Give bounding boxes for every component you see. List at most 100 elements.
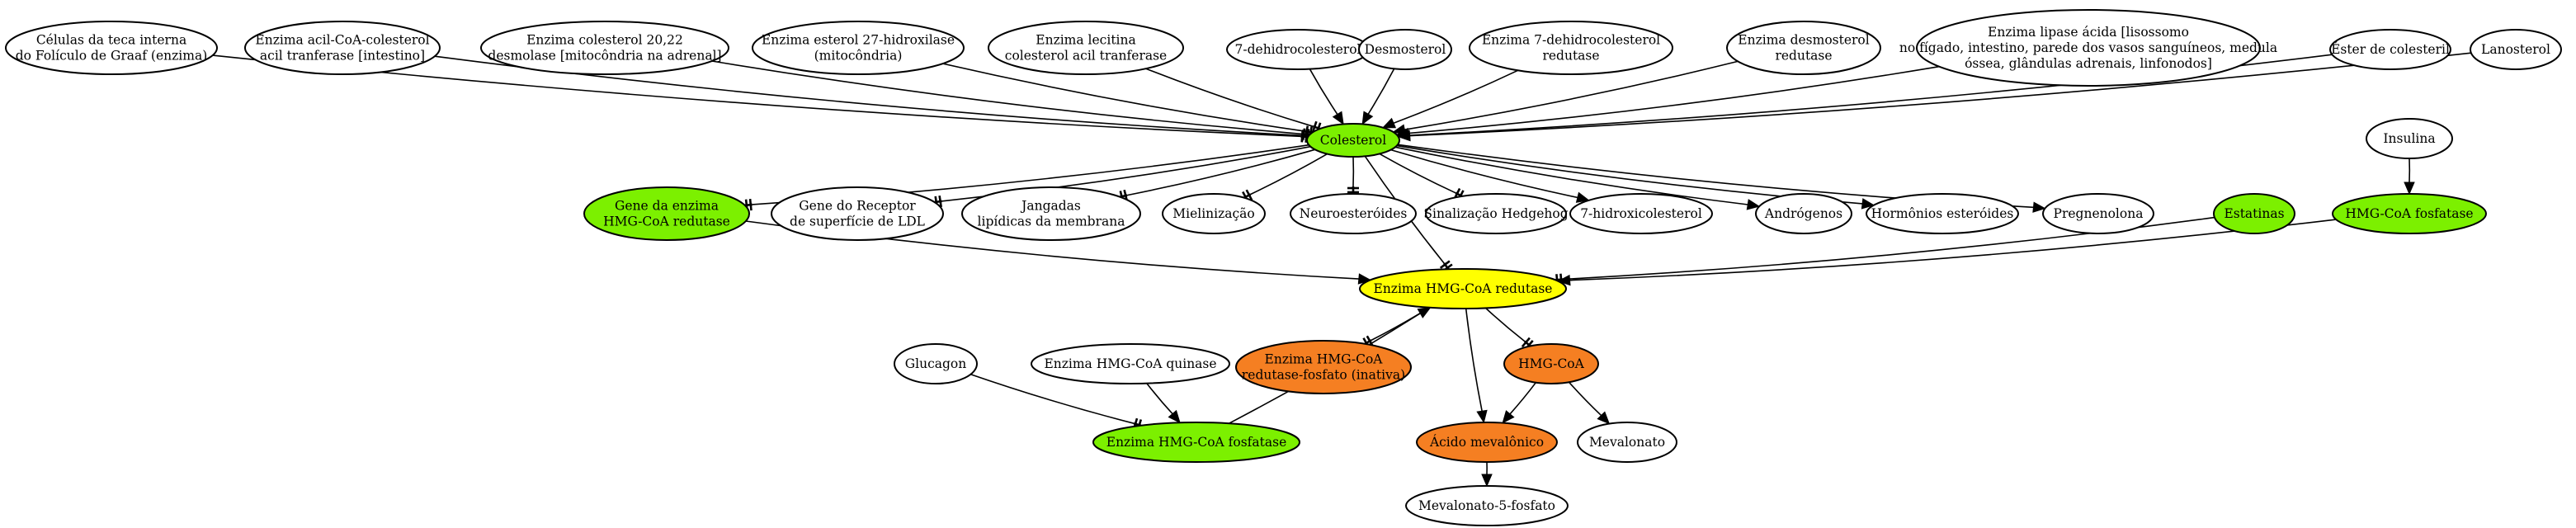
node-label: Ácido mevalônico [1429,435,1544,450]
edge-colesterol-to-mielinizacao [1242,153,1328,203]
node-label: redutase [1542,49,1599,64]
node-label: HMG-CoA [1518,356,1584,371]
node-label: Hormônios esteróides [1871,206,2014,221]
node-label: Colesterol [1320,133,1386,148]
edge-colesterol-to-neuroesteroides [1347,156,1359,194]
node-label: Enzima acil-CoA-colesterol [255,33,429,48]
node-hmg-coa: HMG-CoA [1503,343,1599,384]
node-ester: Éster de colesteril [2329,29,2451,70]
node-hedgehog: Sinalização Hedgehog [1423,193,1569,234]
node-label: Enzima 7-dehidrocolesterol [1482,33,1660,48]
node-lanosterol: Lanosterol [2470,29,2562,70]
node-shape [1359,268,1567,309]
edge-colesterol-to-androgenos [1394,146,1761,210]
edge-lecitina-to-colesterol [1145,68,1322,134]
node-label: colesterol acil tranferase [1005,49,1167,64]
node-label: Neuroesteróides [1300,206,1408,221]
edge-lanosterol-to-colesterol [1397,52,2471,142]
edge-hmg-red-to-mevalonico [1465,308,1488,424]
node-label: Desmosterol [1365,42,1446,57]
node-label: Enzima HMG-CoA quinase [1044,356,1216,371]
node-mevalonato5f: Mevalonato-5-fosfato [1405,485,1569,526]
node-label: Enzima lecitina [1036,33,1135,48]
node-label: Mevalonato-5-fosfato [1418,498,1555,513]
node-label: Enzima desmosterol [1738,33,1869,48]
edge-dehidrocol7-to-colesterol [1309,68,1344,125]
node-label: Lanosterol [2481,42,2550,57]
node-esterol27: Enzima esterol 27-hidroxilase(mitocôndri… [752,21,965,75]
node-label: Gene do Receptor [799,199,916,214]
node-shape [1290,193,1417,234]
node-shape [1755,193,1852,234]
node-label: acil tranferase [intestino] [260,49,425,64]
edge-lipase-to-colesterol [1395,65,1940,139]
node-shape [2329,29,2451,70]
node-label: Enzima HMG-CoA redutase [1374,281,1553,296]
edge-desmosterol-to-colesterol [1361,68,1395,125]
node-hormonios: Hormônios esteróides [1866,193,2019,234]
edge-mevalonico-to-mevalonato5f [1481,461,1493,488]
edge-quinase-to-enz-fosfatase [1146,383,1181,424]
node-shape [2366,118,2453,159]
node-androgenos: Andrógenos [1755,193,1852,234]
node-label: Gene da enzima [615,199,719,214]
node-label: Enzima lipase ácida [lisossomo [1988,25,2189,40]
node-label: Enzima esterol 27-hidroxilase [762,33,955,48]
node-label: Éster de colesteril [2331,42,2450,57]
node-mevalonico: Ácido mevalônico [1416,422,1558,463]
edge-insulina-to-hmg-fosfatase [2404,158,2415,196]
node-shape [894,343,978,384]
edge-colesterol-to-hedgehog [1379,153,1465,201]
node-label: Enzima HMG-CoA fosfatase [1106,435,1287,450]
node-shape [2332,193,2487,234]
node-shape [2470,29,2562,70]
edge-esterol27-to-colesterol [942,63,1313,139]
edge-dehidro-red-to-colesterol [1381,69,1519,129]
node-label: 7-dehidrocolesterol [1235,42,1361,57]
node-shape [1358,29,1452,70]
node-label: (mitocôndria) [814,49,903,64]
node-shape [1469,21,1673,75]
node-neuroesteroides: Neuroesteróides [1290,193,1417,234]
node-shape [5,21,218,75]
node-insulina: Insulina [2366,118,2453,159]
node-mevalonato: Mevalonato [1577,422,1677,463]
node-hmg-red: Enzima HMG-CoA redutase [1359,268,1567,309]
node-label: lipídicas da membrana [978,214,1125,229]
node-label: Pregnenolona [2054,206,2144,221]
edge-colesterol-to-hidroxicol7 [1390,148,1590,203]
node-label: Mevalonato [1589,435,1665,450]
node-label: 7-hidroxicolesterol [1580,206,1702,221]
node-shape [1092,422,1300,463]
node-shape [988,21,1184,75]
node-shape [2042,193,2154,234]
node-shape [1577,422,1677,463]
node-desmosterol: Desmosterol [1358,29,1452,70]
node-colesterol: Colesterol [1306,123,1400,158]
node-label: no fígado, intestino, parede dos vasos s… [1899,40,2277,55]
node-shape [1425,193,1567,234]
node-label: Insulina [2383,131,2435,146]
node-label: Mielinização [1172,206,1255,221]
node-glucagon: Glucagon [894,343,978,384]
node-shape [244,21,441,75]
node-shape [1503,343,1599,384]
node-mielinizacao: Mielinização [1162,193,1266,234]
node-shape [1235,340,1412,394]
node-quinase: Enzima HMG-CoA quinase [1031,343,1230,384]
node-label: redutase-fosfato (inativa) [1242,368,1405,383]
edges-layer [212,52,2471,488]
node-label: Enzima colesterol 20,22 [526,33,683,48]
edge-hmg-fosfatase-to-hmg-red [1557,219,2337,286]
node-label: Sinalização Hedgehog [1423,206,1568,221]
